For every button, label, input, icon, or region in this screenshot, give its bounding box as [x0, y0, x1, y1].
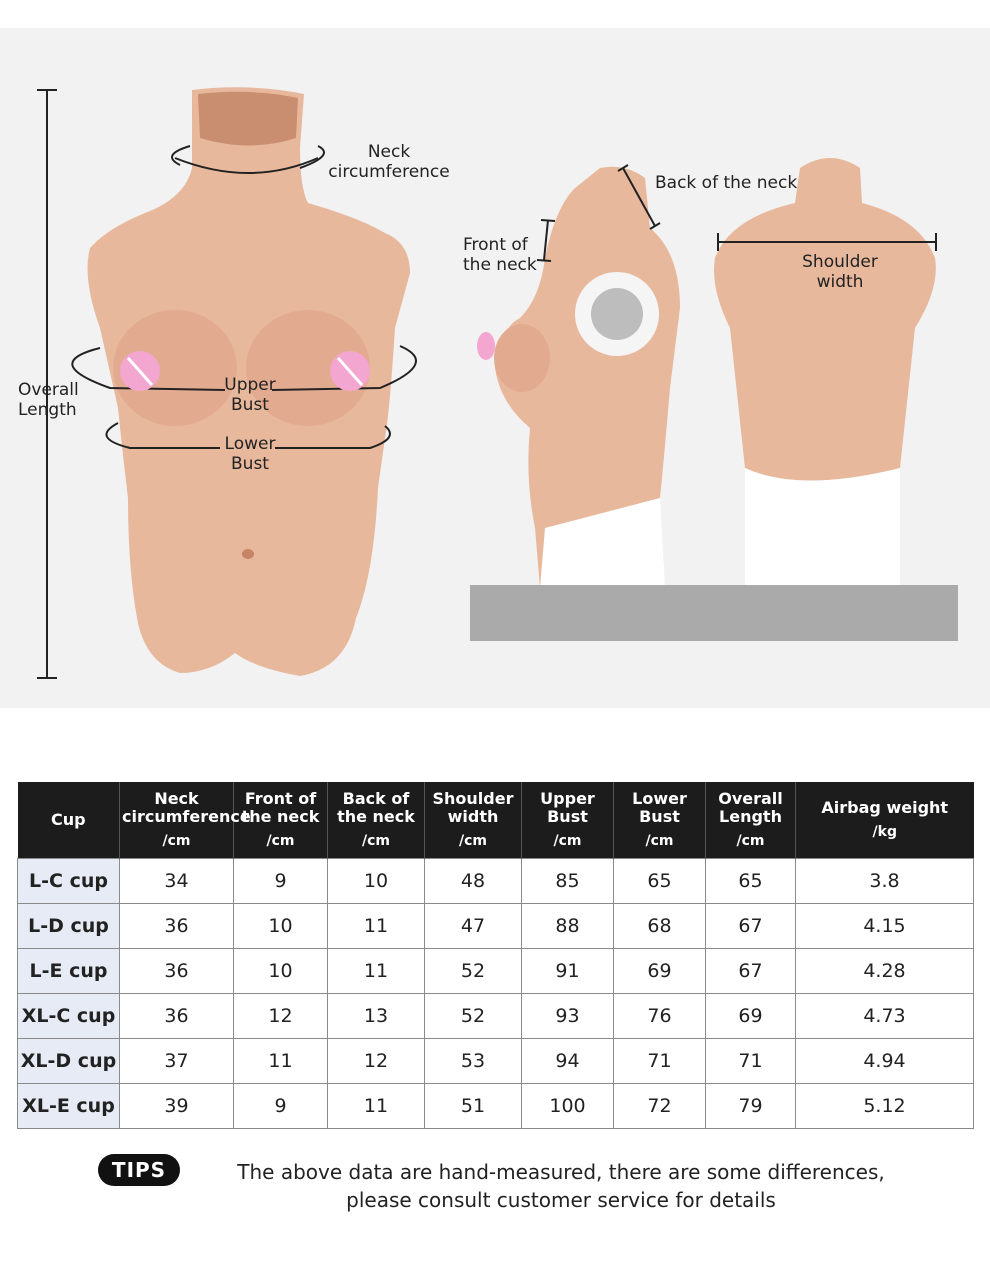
table-cell: 34 — [119, 858, 234, 904]
table-cell: 36 — [119, 948, 234, 994]
front-view-torso — [87, 87, 411, 677]
table-cell: 36 — [119, 993, 234, 1039]
table-cell: 3.8 — [795, 858, 974, 904]
table-cell: 13 — [327, 993, 425, 1039]
table-cell: XL-D cup — [17, 1038, 120, 1084]
table-cell: 100 — [521, 1083, 614, 1129]
shoulder-width-ruler — [717, 233, 937, 251]
tips-note-line-1: The above data are hand-measured, there … — [237, 1160, 885, 1184]
table-cell: 69 — [613, 948, 706, 994]
label-back-of-neck: Back of the neck — [655, 173, 798, 193]
table-cell: 36 — [119, 903, 234, 949]
table-cell: 48 — [424, 858, 522, 904]
side-view-torso — [494, 166, 680, 588]
back-view-torso — [714, 158, 936, 585]
table-cell: XL-C cup — [17, 993, 120, 1039]
table-cell: 71 — [613, 1038, 706, 1084]
table-cell: 5.12 — [795, 1083, 974, 1129]
overall-length-ruler — [37, 89, 57, 679]
table-cell: 9 — [233, 1083, 328, 1129]
table-cell: 4.15 — [795, 903, 974, 949]
table-cell: 76 — [613, 993, 706, 1039]
table-cell: 71 — [705, 1038, 796, 1084]
table-cell: 11 — [327, 1083, 425, 1129]
table-cell: 67 — [705, 948, 796, 994]
table-row: XL-C cup 36 12 13 52 93 76 69 4.73 — [17, 993, 974, 1039]
table-cell: XL-E cup — [17, 1083, 120, 1129]
table-cell: 12 — [233, 993, 328, 1039]
table-cell: L-C cup — [17, 858, 120, 904]
table-cell: 88 — [521, 903, 614, 949]
side-measure-lines — [536, 164, 661, 262]
table-cell: 9 — [233, 858, 328, 904]
product-illustration — [37, 87, 958, 679]
table-row: XL-D cup 37 11 12 53 94 71 71 4.94 — [17, 1038, 974, 1084]
table-cell: 52 — [424, 948, 522, 994]
table-cell: 12 — [327, 1038, 425, 1084]
table-cell: 93 — [521, 993, 614, 1039]
table-cell: 4.28 — [795, 948, 974, 994]
table-cell: 11 — [327, 948, 425, 994]
table-cell: 10 — [233, 948, 328, 994]
header-airbag-weight: Airbag weight/kg — [795, 782, 974, 859]
table-cell: 52 — [424, 993, 522, 1039]
display-stand-base — [470, 585, 958, 641]
table-row: L-C cup 34 9 10 48 85 65 65 3.8 — [17, 858, 974, 904]
table-row: L-E cup 36 10 11 52 91 69 67 4.28 — [17, 948, 974, 994]
table-cell: 65 — [613, 858, 706, 904]
table-cell: L-D cup — [17, 903, 120, 949]
table-cell: 72 — [613, 1083, 706, 1129]
table-cell: 47 — [424, 903, 522, 949]
table-cell: 51 — [424, 1083, 522, 1129]
tips-badge: TIPS — [98, 1154, 180, 1186]
header-cup: Cup — [17, 782, 120, 859]
table-cell: 11 — [233, 1038, 328, 1084]
table-cell: 67 — [705, 903, 796, 949]
front-marker-icons — [120, 351, 370, 391]
tips-note-line-2: please consult customer service for deta… — [346, 1188, 776, 1212]
front-measure-rings — [71, 145, 417, 449]
table-row: XL-E cup 39 9 11 51 100 72 79 5.12 — [17, 1083, 974, 1129]
table-cell: 65 — [705, 858, 796, 904]
table-cell: 79 — [705, 1083, 796, 1129]
table-cell: 85 — [521, 858, 614, 904]
table-cell: 69 — [705, 993, 796, 1039]
table-cell: 91 — [521, 948, 614, 994]
table-cell: 39 — [119, 1083, 234, 1129]
table-cell: L-E cup — [17, 948, 120, 994]
tips-note: The above data are hand-measured, there … — [206, 1158, 916, 1214]
table-cell: 68 — [613, 903, 706, 949]
table-cell: 10 — [233, 903, 328, 949]
table-cell: 4.73 — [795, 993, 974, 1039]
table-cell: 94 — [521, 1038, 614, 1084]
table-cell: 11 — [327, 903, 425, 949]
side-marker-icon — [477, 332, 495, 360]
table-cell: 53 — [424, 1038, 522, 1084]
table-cell: 10 — [327, 858, 425, 904]
table-cell: 4.94 — [795, 1038, 974, 1084]
table-cell: 37 — [119, 1038, 234, 1084]
table-row: L-D cup 36 10 11 47 88 68 67 4.15 — [17, 903, 974, 949]
